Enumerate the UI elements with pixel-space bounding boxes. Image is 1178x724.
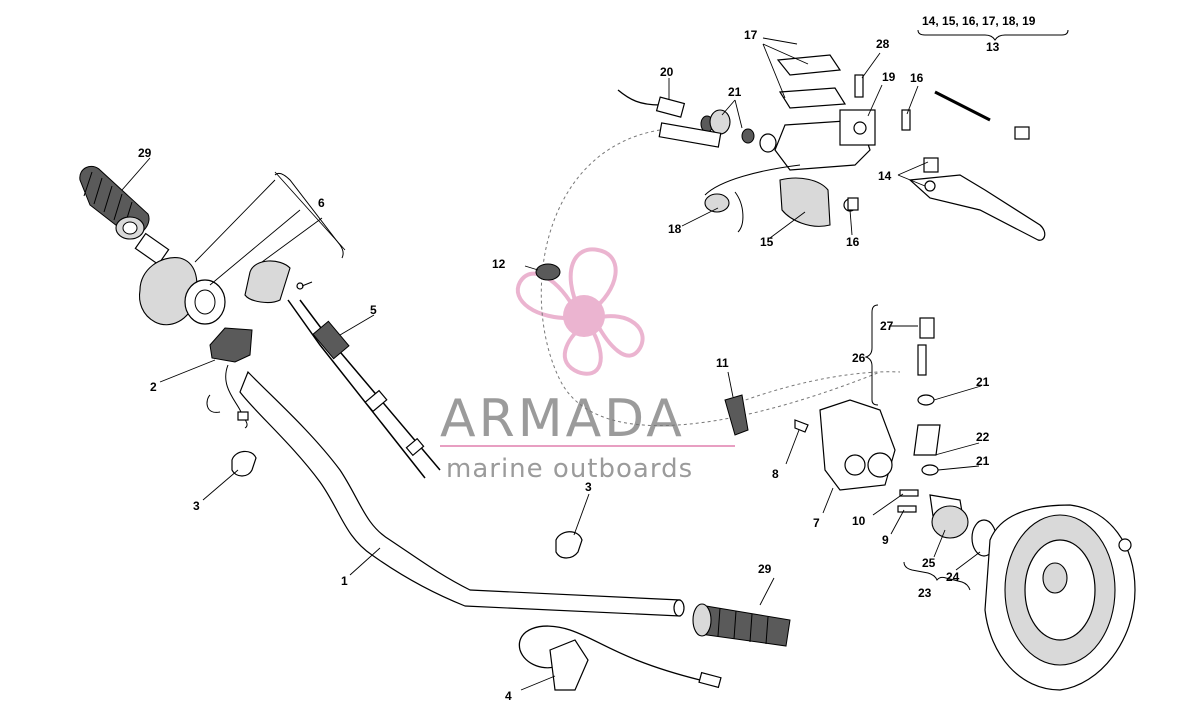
callout-24: 24 (946, 570, 960, 584)
callout-26: 26 (852, 351, 866, 365)
handlebar (239, 370, 681, 617)
kit-brace-13 (917, 29, 1069, 41)
clamp-clip-right (555, 531, 583, 559)
callout-21-lower: 21 (976, 454, 990, 468)
callout-5: 5 (370, 303, 377, 317)
clutch-cover (984, 504, 1136, 691)
watermark-brand: ARMADA (440, 389, 685, 449)
throttle-cables (287, 299, 441, 479)
callout-22: 22 (976, 430, 990, 444)
callout-11: 11 (716, 356, 729, 370)
callout-2: 2 (150, 380, 157, 394)
kill-switch (206, 327, 253, 429)
callout-10: 10 (852, 514, 866, 528)
banjo-fittings (617, 89, 777, 153)
callout-18: 18 (668, 222, 682, 236)
callout-9: 9 (882, 533, 889, 547)
brace-26 (864, 304, 879, 406)
leader-lines (121, 37, 982, 691)
callout-6: 6 (318, 196, 325, 210)
callout-3-left: 3 (193, 499, 200, 513)
choke-lever (518, 625, 722, 691)
callout-12: 12 (492, 257, 506, 271)
callout-7: 7 (813, 516, 820, 530)
grommet (535, 263, 561, 281)
clamp-clip-left (231, 450, 257, 477)
throttle-housing (138, 257, 313, 326)
slave-cylinder (897, 489, 997, 557)
throttle-tube (134, 232, 170, 266)
brace-6 (274, 172, 344, 259)
handlebar-end (673, 599, 685, 617)
master-cylinder (704, 54, 876, 233)
callout-13: 13 (986, 40, 1000, 54)
callout-28: 28 (876, 37, 890, 51)
propeller-logo-icon (516, 247, 645, 376)
brake-lever (847, 74, 1046, 241)
callout-29-left: 29 (138, 146, 152, 160)
throttle-bracket-lines (194, 171, 346, 286)
callout-25: 25 (922, 556, 936, 570)
callout-labels: 29 6 2 3 5 1 3 4 29 12 11 8 7 10 9 27 26… (138, 14, 1036, 703)
callout-17: 17 (744, 28, 758, 42)
callout-1: 1 (341, 574, 348, 588)
watermark-tagline: marine outboards (446, 454, 693, 484)
callout-14: 14 (878, 169, 892, 183)
callout-15: 15 (760, 235, 774, 249)
callout-8: 8 (772, 467, 779, 481)
callout-3-right: 3 (585, 480, 592, 494)
callout-29-right: 29 (758, 562, 772, 576)
callout-21-top: 21 (728, 85, 742, 99)
callout-20: 20 (660, 65, 674, 79)
kit-contents-note: 14, 15, 16, 17, 18, 19 (922, 14, 1036, 28)
callout-21-upper: 21 (976, 375, 990, 389)
brace-23 (903, 561, 971, 591)
callout-19: 19 (882, 70, 896, 84)
left-grip (79, 165, 150, 240)
callout-27: 27 (880, 319, 894, 333)
callout-23: 23 (918, 586, 932, 600)
cable-guide (724, 394, 749, 436)
armada-watermark: ARMADA marine outboards (440, 247, 735, 484)
callout-16-lower: 16 (846, 235, 860, 249)
right-grip (692, 603, 791, 647)
callout-4: 4 (505, 689, 512, 703)
callout-16-upper: 16 (910, 71, 924, 85)
hose-path-lower (739, 371, 901, 403)
hydraulic-hose-path (540, 129, 881, 427)
slave-cylinder-bracket (794, 317, 941, 491)
